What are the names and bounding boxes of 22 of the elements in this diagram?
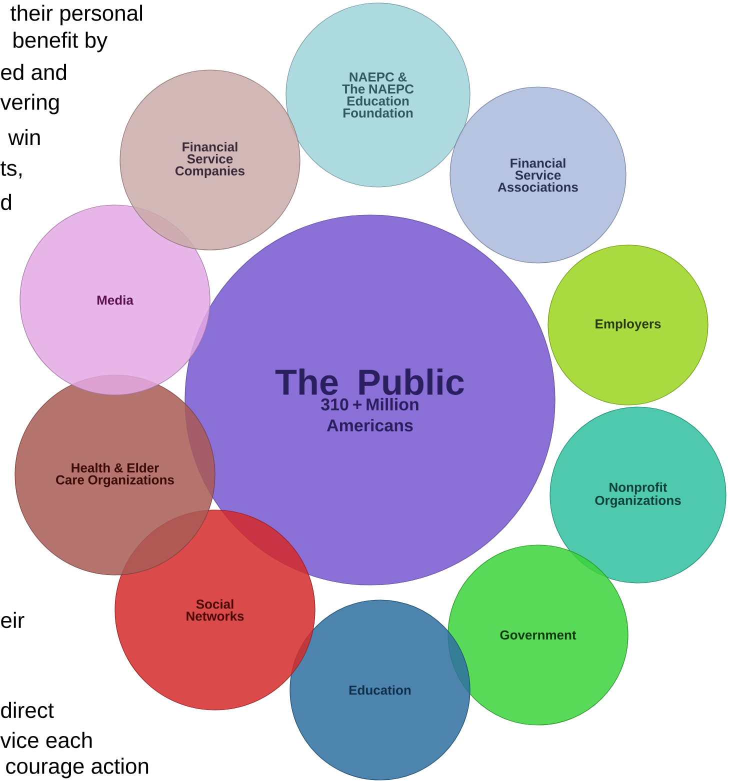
text-fragment: vice each [0,732,92,748]
text-fragment: d [1,194,12,210]
text-fragment: ed and [1,64,66,80]
text-fragment: direct [1,702,54,718]
text-fragment: vering [0,94,59,114]
circle-node: Financial Service Companies [120,70,300,250]
text-fragment: their personal [10,4,142,26]
text-fragment: benefit by [14,32,108,52]
text-fragment: eir [1,612,24,628]
circle-node: Government [448,544,628,726]
circle-node: The Public 310 + Million Americans [184,214,556,586]
circle-node: NAEPC & The NAEPC Education Foundation [286,2,470,188]
circle-node: Employers [548,244,708,406]
circle-node: Social Networks [114,510,316,710]
text-fragment: ts, [0,161,22,179]
circle-node: Education [290,600,470,780]
circle-node: Financial Service Associations [450,86,626,264]
text-fragment: win [8,129,40,145]
text-fragment: courage action [6,758,148,778]
circle-node: Media [20,204,210,396]
circle-node: Health & Elder Care Organizations [14,374,216,576]
circle-node: Nonprofit Organizations [550,406,726,584]
